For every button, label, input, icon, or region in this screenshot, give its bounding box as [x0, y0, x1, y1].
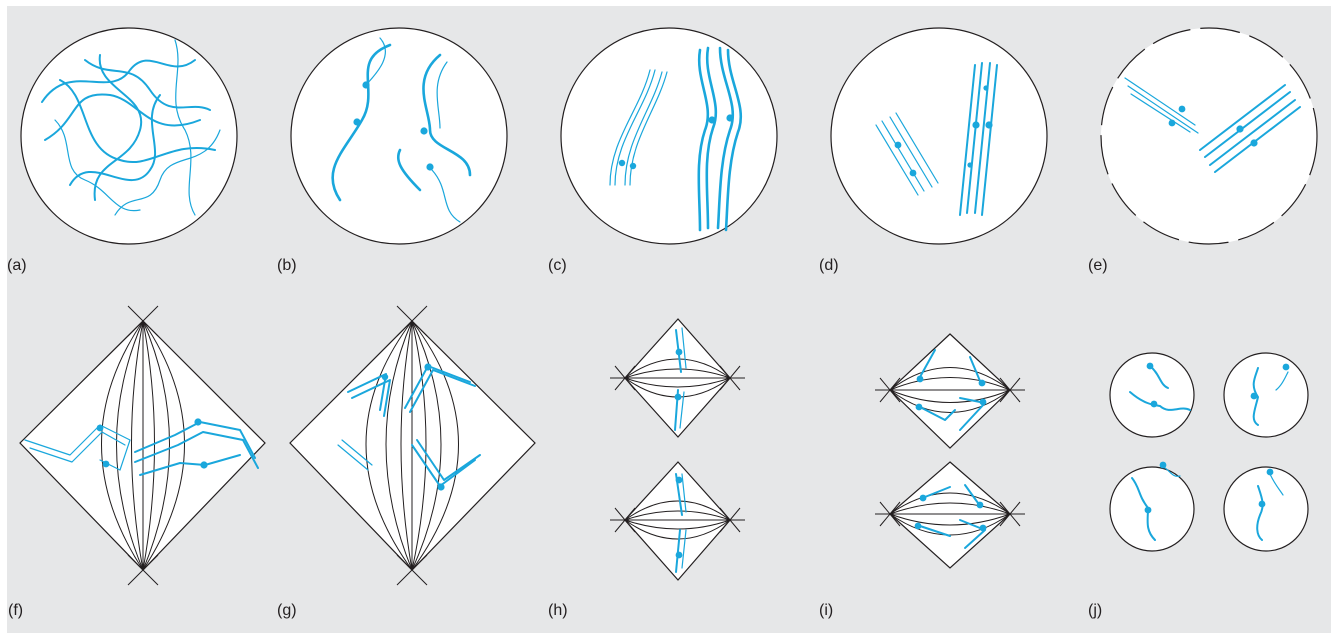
- cell-j-4: [1224, 467, 1308, 551]
- figure-background: .cell { fill: #fff; stroke: #231f20; str…: [7, 6, 1331, 633]
- label-panel-e: (e): [1088, 257, 1108, 275]
- label-panel-g: (g): [277, 602, 297, 620]
- panel-j-telophase-II: [1110, 353, 1308, 551]
- label-panel-h: (h): [548, 602, 568, 620]
- label-panel-b: (b): [277, 257, 297, 275]
- cell-j-3: [1110, 467, 1194, 551]
- cell-d: [831, 28, 1047, 244]
- panel-g-anaphase-I: [290, 306, 535, 585]
- panel-a-leptotene: [21, 28, 237, 244]
- panel-f-metaphase-I: [20, 306, 265, 585]
- panel-e-diakinesis: [1101, 28, 1317, 244]
- label-panel-d: (d): [819, 257, 839, 275]
- panel-h-telophase-I: [610, 319, 745, 580]
- cell-e: [1101, 28, 1317, 244]
- spindle-i-top: [890, 334, 1010, 448]
- cell-j-2: [1224, 353, 1308, 437]
- panel-b-zygotene: [291, 28, 507, 244]
- label-panel-c: (c): [548, 257, 567, 275]
- cell-a: [21, 28, 237, 244]
- panel-c-pachytene: [561, 28, 777, 244]
- spindle-i-bottom: [890, 462, 1010, 568]
- label-panel-i: (i): [819, 602, 833, 620]
- meiosis-figure: .cell { fill: #fff; stroke: #231f20; str…: [7, 6, 1331, 633]
- panel-d-diplotene: [831, 28, 1047, 244]
- cell-c: [561, 28, 777, 244]
- panel-i-metaphase-II: [875, 334, 1025, 568]
- label-panel-j: (j): [1088, 602, 1102, 620]
- label-panel-a: (a): [7, 257, 27, 275]
- label-panel-f: (f): [8, 602, 23, 620]
- cell-b: [291, 28, 507, 244]
